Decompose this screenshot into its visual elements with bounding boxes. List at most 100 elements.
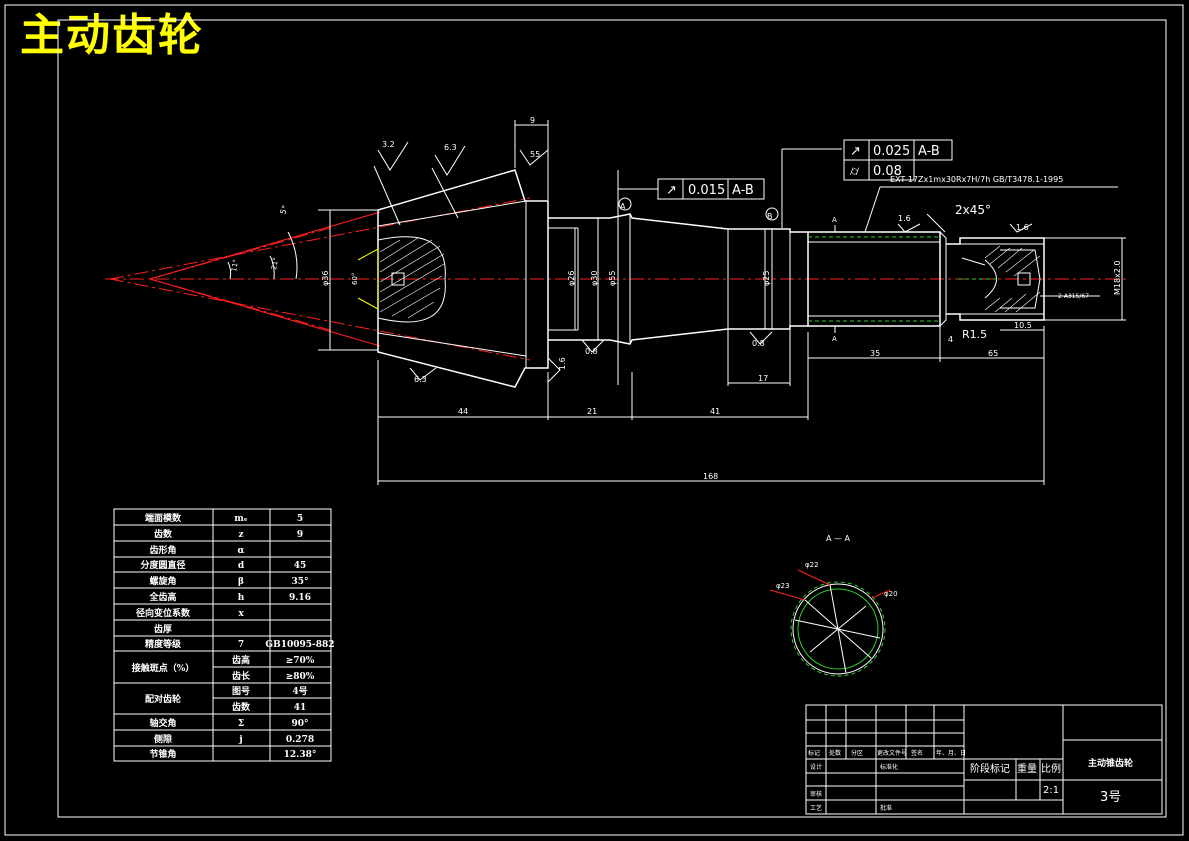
roughness-symbols: [377, 141, 1033, 383]
tb-zone: 分区: [851, 749, 863, 757]
param-val: GB10095-882: [265, 640, 334, 650]
cavity-hatch: [379, 237, 445, 319]
tb-weight: 重量: [1017, 762, 1037, 775]
param-val: 5: [297, 514, 303, 524]
dia-25: φ25: [762, 271, 771, 286]
param-sym: d: [238, 561, 245, 571]
angle-11: 11°: [230, 259, 240, 273]
param-val: 9: [297, 530, 303, 540]
hole-core: [391, 272, 405, 286]
param-val: 9.16: [289, 593, 311, 603]
param-val: 45: [294, 561, 307, 571]
inner-frame: [57, 19, 1167, 818]
cut-a-bottom: A: [832, 335, 837, 343]
tb-design: 设计: [810, 763, 822, 771]
param-val: 90°: [291, 719, 308, 729]
param-name: 端面模数: [145, 512, 182, 524]
dim-10-5: 10.5: [1014, 321, 1032, 330]
param-name: 接触斑点（%）: [132, 662, 195, 674]
cut-a-top: A: [832, 216, 837, 224]
rough-1-6-c: 1.6: [1016, 223, 1029, 232]
param-name: 全齿高: [148, 591, 176, 603]
cone-line-top2: [149, 211, 381, 280]
param-val: 41: [294, 703, 307, 713]
param-name: 精度等级: [145, 638, 182, 650]
spline-section: [807, 231, 941, 327]
param-name: 径向变位系数: [136, 607, 191, 619]
tolerance-frames: [657, 139, 953, 200]
tb-docno: 更改文件号: [877, 749, 907, 757]
dia-55: φ55: [608, 271, 617, 286]
thread-m18: M18x2.0: [1113, 260, 1122, 295]
gear-param-table: 端面模数 mₑ 5 齿数 z 9 齿形角 α 分度圆直径 d 45 螺旋角 β …: [132, 512, 335, 760]
datum-b: B: [767, 212, 773, 221]
rough-1-6-b: 1.6: [898, 214, 911, 223]
cone-line-top: [109, 197, 531, 280]
drawing-title: 主动齿轮: [20, 10, 204, 61]
tb-approve: 批准: [880, 804, 892, 812]
cone-line-bottom2: [149, 278, 381, 347]
param-val: 12.38°: [284, 750, 317, 760]
datum-a: A: [620, 202, 626, 211]
param-val: 4号: [292, 686, 307, 697]
param-sym: 图号: [232, 686, 250, 697]
rough-55: 55: [530, 150, 540, 159]
dim-9: 9: [530, 116, 535, 125]
tb-part-name: 主动锥齿轮: [1088, 757, 1133, 769]
cone-line-top3: [149, 227, 331, 280]
thread-hatch: [984, 245, 1041, 313]
param-name: 轴交角: [149, 717, 176, 729]
section-label: A — A: [826, 534, 851, 543]
sec-d22: φ22: [805, 561, 819, 569]
sec-d20: φ20: [884, 590, 898, 598]
param-sym: mₑ: [234, 514, 248, 524]
tb-sign: 签名: [911, 749, 923, 757]
tb-drawing-no: 3号: [1100, 790, 1121, 805]
dia-26: φ26: [567, 271, 576, 286]
tol3-value: 0.08: [873, 164, 902, 179]
param-sym: 齿长: [232, 670, 251, 682]
param-sym: 齿数: [232, 701, 251, 713]
angle-60: 60°: [351, 273, 359, 285]
main-view: [105, 120, 1128, 485]
cone-line-bottom: [109, 278, 531, 361]
param-name: 节锥角: [149, 748, 176, 760]
dim-21: 21: [587, 407, 597, 416]
tol1-datum: A-B: [732, 183, 754, 198]
param-name: 齿数: [154, 528, 173, 540]
tb-count: 处数: [829, 749, 841, 757]
gear-param-table-lines: [113, 508, 332, 762]
thread-spec: EXT 17Zx1mx30Rx7H/7h GB/T3478.1-1995: [890, 175, 1063, 184]
center-cavity: [377, 236, 446, 323]
sec-d23: φ23: [776, 582, 790, 590]
tb-scale: 2:1: [1043, 785, 1059, 796]
param-val: 35°: [291, 577, 308, 587]
tb-review: 审核: [810, 790, 822, 798]
outer-frame: [4, 4, 1184, 836]
tol1-symbol: ↗: [666, 183, 677, 198]
dim-35: 35: [870, 349, 880, 358]
param-name: 配对齿轮: [145, 693, 181, 705]
center-cone-60: [357, 248, 379, 310]
section-aa: [769, 569, 891, 677]
rough-1-6-a: 1.6: [558, 357, 567, 370]
param-name: 齿厚: [154, 623, 172, 635]
param-val: ≥70%: [286, 656, 315, 666]
dim-168: 168: [703, 472, 718, 481]
param-name: 齿形角: [149, 544, 176, 556]
dia-36: φ36: [321, 271, 330, 286]
rough-6-3-a: 6.3: [444, 143, 457, 152]
param-name: 螺旋角: [149, 575, 176, 587]
rough-3-2: 3.2: [382, 140, 395, 149]
gear-head: [377, 169, 549, 388]
tb-mark: 标记: [808, 749, 820, 757]
cone-line-bottom3: [149, 278, 331, 331]
tb-craft: 工艺: [810, 804, 822, 812]
rough-6-3-b: 6.3: [414, 375, 427, 384]
param-sym: h: [238, 593, 245, 603]
param-sym: α: [238, 546, 245, 556]
tb-std: 标准化: [880, 763, 898, 771]
